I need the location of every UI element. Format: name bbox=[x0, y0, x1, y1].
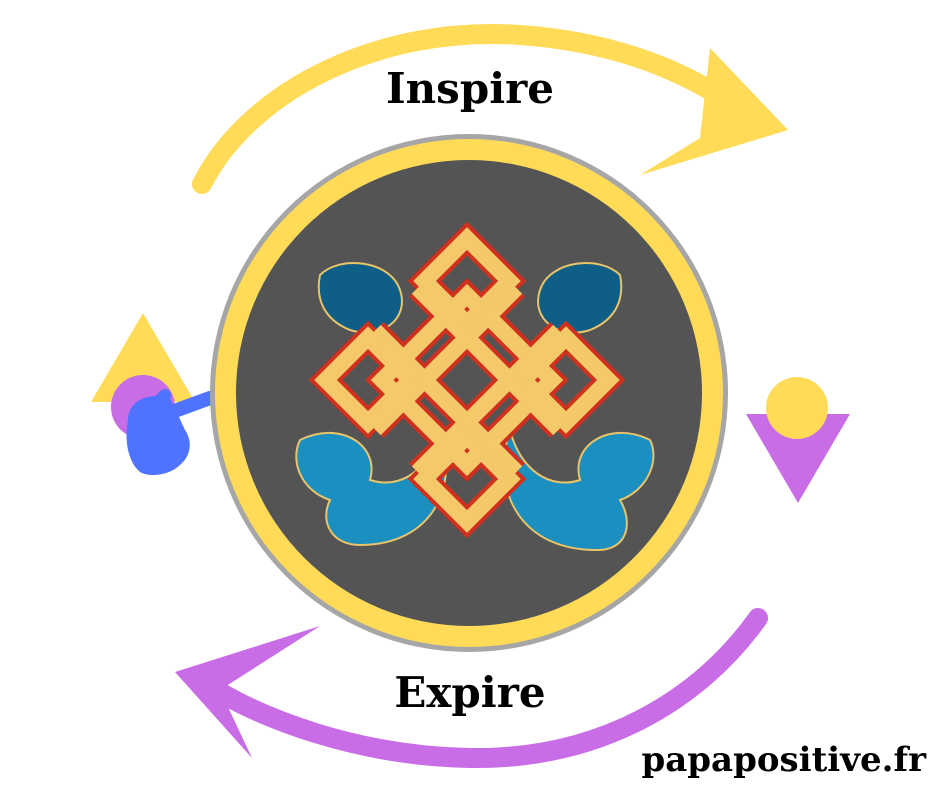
triangle-down-icon bbox=[746, 414, 850, 503]
triangle-up-icon bbox=[91, 313, 195, 402]
yellow-circle bbox=[766, 377, 828, 439]
website-label: papapositive.fr bbox=[641, 740, 926, 780]
expire-label: Expire bbox=[394, 668, 546, 717]
pointing-hand-icon bbox=[126, 389, 217, 476]
inspire-arrow-icon bbox=[192, 24, 788, 194]
inspire-label: Inspire bbox=[386, 64, 554, 113]
endless-knot-icon bbox=[308, 221, 626, 539]
cloud-waves bbox=[295, 262, 655, 552]
expire-arrow-icon bbox=[175, 608, 768, 769]
